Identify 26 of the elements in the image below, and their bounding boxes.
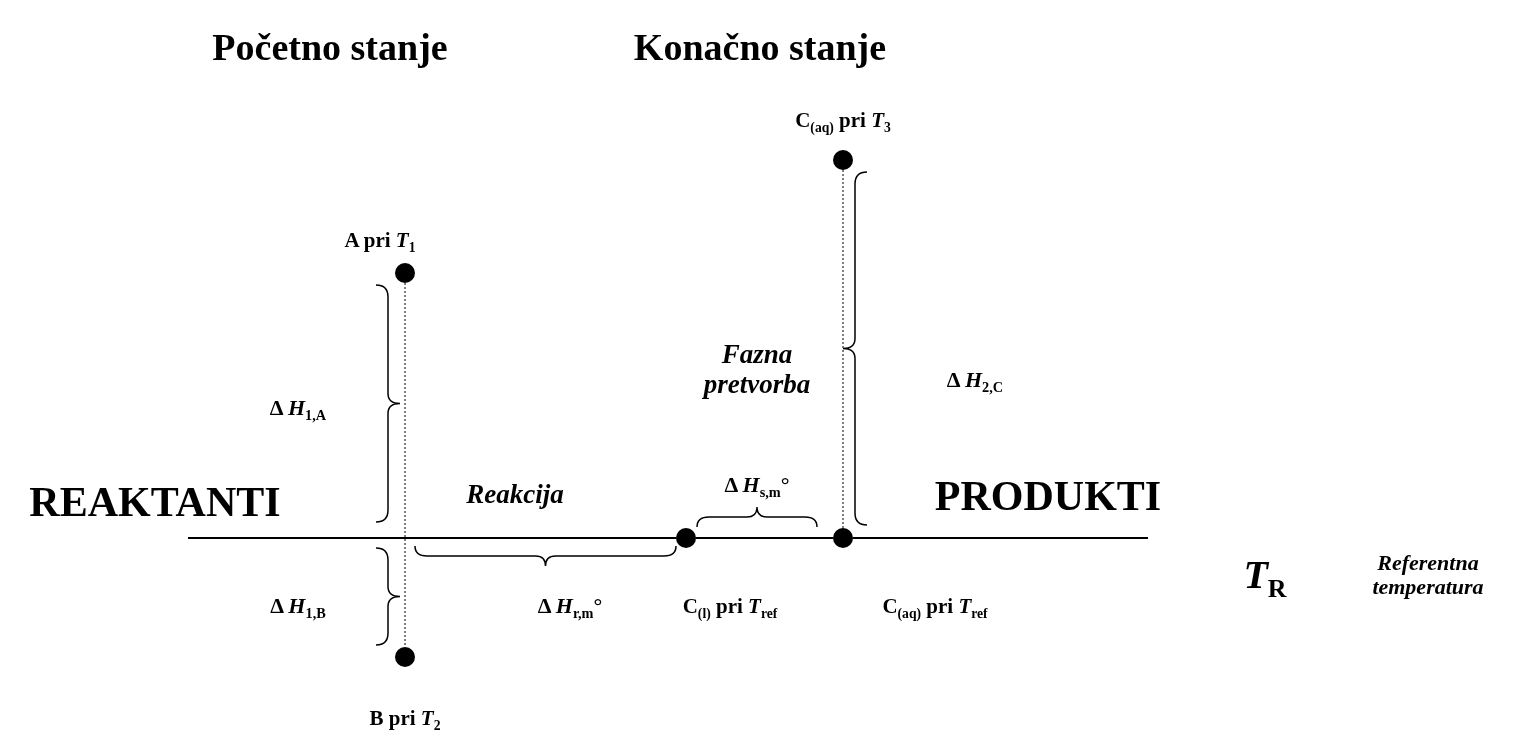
step-label: Reakcija	[466, 480, 564, 510]
state-label: C$_{(aq)}$ pri T$_{3}$	[795, 108, 891, 136]
point-dot	[395, 263, 415, 283]
point-dot	[395, 647, 415, 667]
point-dot	[676, 528, 696, 548]
step-label: Fazna pretvorba	[701, 340, 812, 400]
side-label: PRODUKTI	[934, 472, 1162, 520]
enthalpy-label: Δ H$_{1,B}$	[270, 593, 326, 623]
enthalpy-label: Δ H$_{1,A}$	[269, 395, 327, 425]
heading: Početno stanje	[212, 27, 448, 69]
dotted-line	[842, 169, 844, 529]
state-label: C$_{(l)}$ pri T$_{ref}$	[682, 594, 778, 622]
enthalpy-label: Δ H$_{2,C}$	[946, 367, 1004, 397]
heading: Konačno stanje	[633, 27, 887, 69]
state-label: C$_{(aq)}$ pri T$_{ref}$	[882, 594, 988, 622]
temperature-symbol: T$_{R}$	[1243, 552, 1287, 604]
point-dot	[833, 528, 853, 548]
enthalpy-label: Δ H$_{s,m}$°	[724, 472, 790, 502]
point-dot	[833, 150, 853, 170]
note: Referentna temperatura	[1371, 550, 1485, 600]
state-label: B pri T$_{2}$	[369, 706, 441, 734]
line	[695, 537, 834, 539]
state-label: A pri T$_{1}$	[344, 228, 416, 256]
enthalpy-label: Δ H$_{r,m}$°	[537, 593, 603, 623]
side-label: REAKTANTI	[29, 478, 281, 526]
dotted-line	[404, 282, 406, 648]
